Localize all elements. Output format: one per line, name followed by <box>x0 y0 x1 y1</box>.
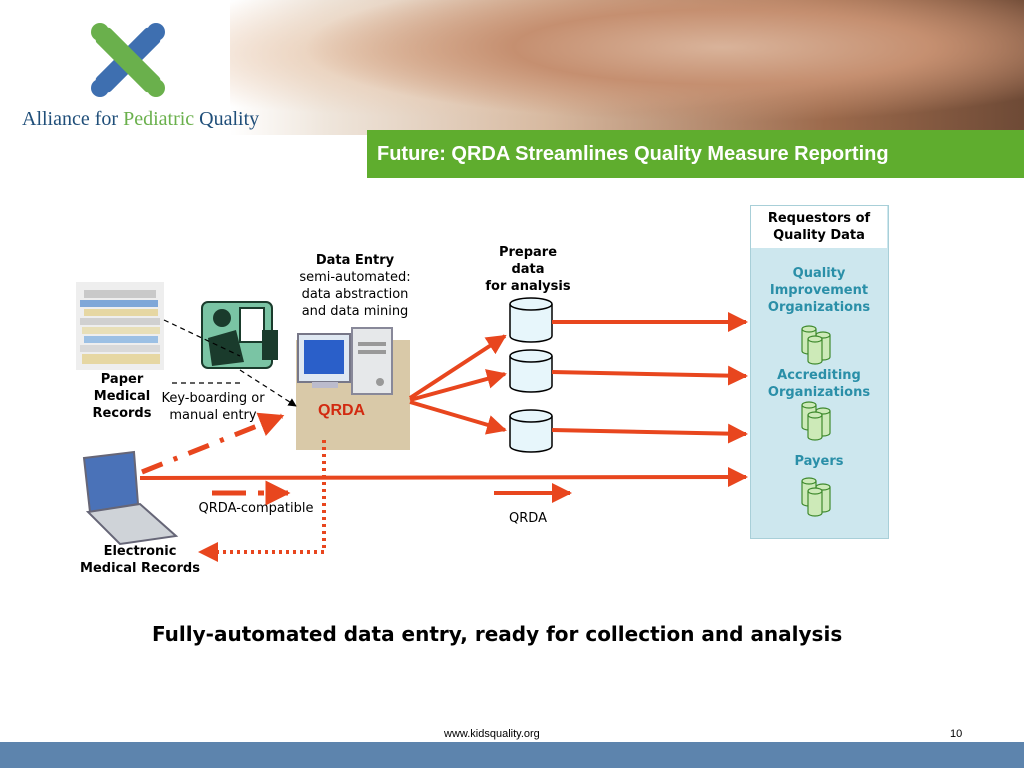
emr-label: Electronic Medical Records <box>80 544 200 576</box>
requestors-title: Requestors of Quality Data <box>767 211 871 243</box>
computer-to-prepare-arrows <box>408 334 507 435</box>
cylinder-2 <box>509 349 553 393</box>
footer-url: www.kidsquality.org <box>444 728 540 740</box>
laptop-emr-icon <box>82 450 179 546</box>
title-bar <box>367 130 1024 178</box>
paper-records-icon <box>76 282 164 370</box>
cylinder-3 <box>509 409 553 453</box>
return-to-emr-path <box>198 440 326 562</box>
paper-records-label: Paper Medical Records <box>92 372 152 421</box>
database-icon-payers <box>801 477 831 517</box>
qrda-compatible-label: QRDA-compatible <box>198 501 314 516</box>
prepare-to-requestor-arrows <box>139 312 748 488</box>
alliance-logo-icon <box>91 23 165 97</box>
requestors-header-bg <box>751 206 887 248</box>
slide-caption: Fully-automated data entry, ready for co… <box>152 622 843 646</box>
slide-title: Future: QRDA Streamlines Quality Measure… <box>377 143 889 165</box>
prepared-data-cylinders <box>509 297 553 453</box>
header-photo <box>230 0 1024 135</box>
page-number: 10 <box>950 728 963 740</box>
database-icon-accrediting <box>801 401 831 441</box>
manual-entry-connectors <box>163 319 297 407</box>
requestor-accrediting-label: Accrediting Organizations <box>767 368 871 400</box>
qrda-legend-label: QRDA <box>509 511 547 526</box>
laptop-to-computer-arrow <box>141 412 285 475</box>
requestor-payers-label: Payers <box>794 454 844 469</box>
data-entry-clerk-icon <box>201 301 278 369</box>
keyboarding-label: Key-boarding or manual entry <box>161 391 265 423</box>
org-name: Alliance for Pediatric Quality <box>22 108 260 130</box>
cylinder-1 <box>509 297 553 343</box>
qrda-badge: QRDA <box>318 402 366 419</box>
database-icon-qio <box>801 325 831 365</box>
data-entry-label: Data Entry semi-automated: data abstract… <box>299 253 411 319</box>
computer-data-icon <box>296 327 410 450</box>
prepare-data-label: Prepare data for analysis <box>485 245 571 294</box>
requestor-qio-label: Quality Improvement Organizations <box>767 266 871 315</box>
requestors-panel <box>750 205 889 539</box>
requestor-db-icons <box>801 325 831 517</box>
footer-bar <box>0 742 1024 768</box>
